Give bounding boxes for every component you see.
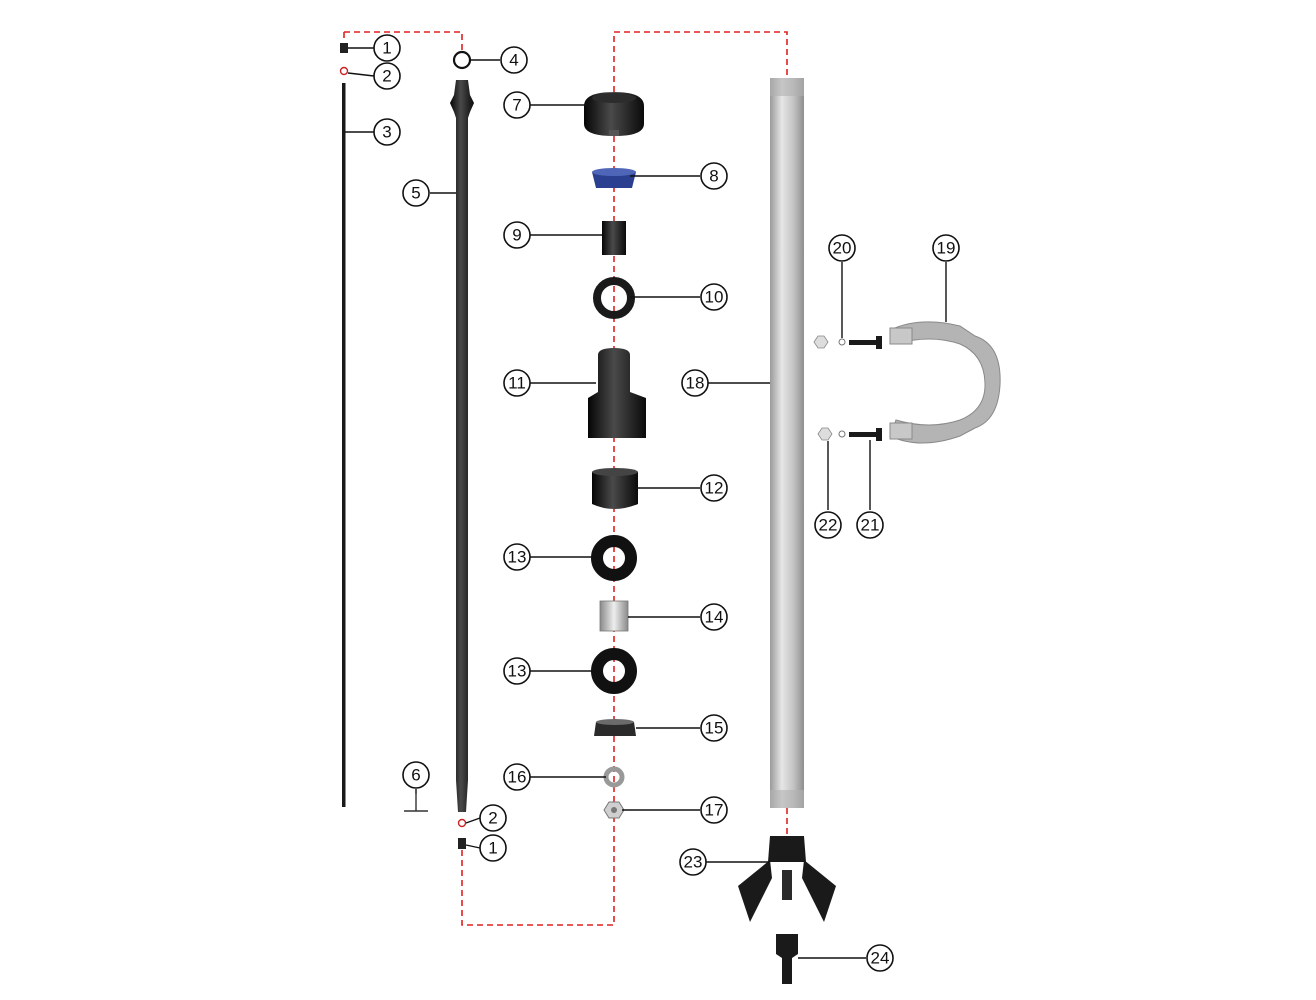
part-metal-bushing	[599, 600, 629, 632]
callout-2-bottom: 2	[479, 804, 507, 832]
callout-label: 22	[819, 516, 838, 535]
part-plug	[776, 934, 798, 984]
leader-lines	[345, 47, 947, 959]
part-ring	[593, 277, 635, 319]
part-outer-tube	[770, 78, 804, 808]
callout-label: 2	[382, 67, 391, 86]
part-coupling-housing	[588, 348, 646, 438]
callout-label: 2	[488, 809, 497, 828]
callout-21: 21	[856, 511, 884, 539]
callout-label: 1	[488, 839, 497, 858]
part-sleeve	[602, 221, 626, 255]
callout-label: 14	[705, 608, 724, 627]
part-flat-seal	[594, 719, 636, 736]
callout-label: 15	[705, 719, 724, 738]
callout-13-lower: 13	[503, 657, 531, 685]
callout-label: 23	[684, 853, 703, 872]
callout-20: 20	[828, 234, 856, 262]
callout-label: 10	[705, 288, 724, 307]
callout-label: 5	[411, 184, 420, 203]
callout-label: 1	[382, 39, 391, 58]
callout-6: 6	[402, 761, 430, 789]
part-hex-nut	[603, 801, 625, 819]
callout-9: 9	[503, 221, 531, 249]
callout-1-top: 1	[373, 34, 401, 62]
callout-label: 19	[937, 239, 956, 258]
part-handle	[889, 321, 1001, 444]
callout-13-upper: 13	[503, 543, 531, 571]
part-bolt-upper	[813, 335, 882, 349]
callout-label: 6	[411, 766, 420, 785]
part-o-ring	[452, 50, 472, 70]
callout-label: 24	[871, 949, 890, 968]
callout-5: 5	[402, 179, 430, 207]
callout-24: 24	[866, 944, 894, 972]
callout-10: 10	[700, 283, 728, 311]
callout-18: 18	[681, 369, 709, 397]
part-drive-shaft	[450, 80, 474, 812]
part-pin	[404, 794, 428, 812]
callout-2-top: 2	[373, 62, 401, 90]
part-washer-top	[339, 66, 349, 76]
callout-3: 3	[373, 118, 401, 146]
part-thick-ring-upper	[591, 535, 637, 581]
callout-label: 17	[705, 801, 724, 820]
callout-16: 16	[503, 763, 531, 791]
callout-22: 22	[814, 511, 842, 539]
callout-label: 21	[861, 516, 880, 535]
callout-15: 15	[700, 714, 728, 742]
callout-label: 8	[709, 167, 718, 186]
part-foot	[738, 836, 836, 922]
part-bolt-lower	[817, 427, 882, 441]
callout-11: 11	[503, 369, 531, 397]
part-screw-bottom	[458, 838, 466, 849]
callout-label: 13	[508, 662, 527, 681]
part-union-nut	[584, 92, 644, 136]
callout-label: 4	[509, 51, 518, 70]
callout-8: 8	[700, 162, 728, 190]
callout-label: 16	[508, 768, 527, 787]
callout-1-bottom: 1	[479, 834, 507, 862]
part-thin-rod	[342, 83, 346, 807]
callout-label: 9	[512, 226, 521, 245]
callout-7: 7	[503, 91, 531, 119]
callout-label: 20	[833, 239, 852, 258]
part-washer-bottom	[457, 818, 467, 828]
part-screw-top	[340, 43, 348, 53]
callout-4: 4	[500, 46, 528, 74]
part-blue-seal	[592, 168, 636, 188]
callout-17: 17	[700, 796, 728, 824]
part-bushing	[592, 468, 638, 509]
callout-19: 19	[932, 234, 960, 262]
callout-14: 14	[700, 603, 728, 631]
callout-12: 12	[700, 474, 728, 502]
callout-label: 11	[508, 374, 526, 393]
callout-label: 12	[705, 479, 724, 498]
callout-label: 7	[512, 96, 521, 115]
callout-23: 23	[679, 848, 707, 876]
callout-label: 18	[686, 374, 705, 393]
callout-label: 13	[508, 548, 527, 567]
callout-label: 3	[382, 123, 391, 142]
